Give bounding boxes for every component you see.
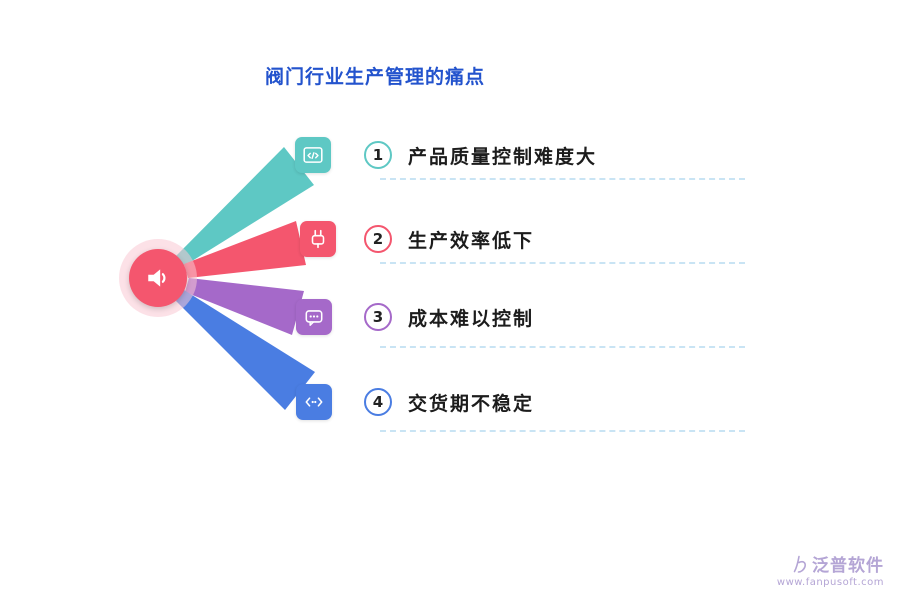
- item-label: 交货期不稳定: [408, 392, 535, 415]
- watermark-brand: 泛普软件: [812, 556, 884, 576]
- page-title: 阀门行业生产管理的痛点: [265, 66, 486, 88]
- item-icon-box: [296, 384, 332, 420]
- ribbon-2: [184, 221, 306, 278]
- item-number-badge: 1: [364, 141, 392, 169]
- ribbon-4: [176, 290, 315, 410]
- ribbon-3: [185, 278, 304, 335]
- pain-point-item: 4 交货期不稳定: [364, 387, 534, 417]
- item-number-badge: 4: [364, 388, 392, 416]
- divider: [380, 262, 745, 264]
- divider: [380, 430, 745, 432]
- item-label: 产品质量控制难度大: [408, 145, 598, 168]
- plug-icon: [311, 229, 325, 249]
- speaker-icon: [148, 269, 166, 287]
- item-number-badge: 2: [364, 225, 392, 253]
- pain-point-item: 2 生产效率低下: [364, 224, 534, 254]
- item-icon-box: [296, 299, 332, 335]
- watermark: 泛普软件 www.fanpusoft.com: [777, 551, 884, 588]
- pain-point-item: 3 成本难以控制: [364, 302, 534, 332]
- pain-point-item: 1 产品质量控制难度大: [364, 140, 597, 170]
- ribbon-1: [176, 147, 314, 266]
- item-icon-box: [295, 137, 331, 173]
- item-number-badge: 3: [364, 303, 392, 331]
- fanpu-logo-icon: [793, 555, 806, 573]
- speaker-badge: [129, 249, 187, 307]
- item-icon-box: [300, 221, 336, 257]
- watermark-url: www.fanpusoft.com: [776, 577, 884, 588]
- code-angle-icon: [305, 397, 323, 407]
- divider: [380, 178, 745, 180]
- item-label: 成本难以控制: [408, 307, 535, 330]
- divider: [380, 346, 745, 348]
- chat-bubble-icon: [305, 310, 323, 326]
- item-label: 生产效率低下: [408, 229, 535, 252]
- code-window-icon: [303, 147, 323, 163]
